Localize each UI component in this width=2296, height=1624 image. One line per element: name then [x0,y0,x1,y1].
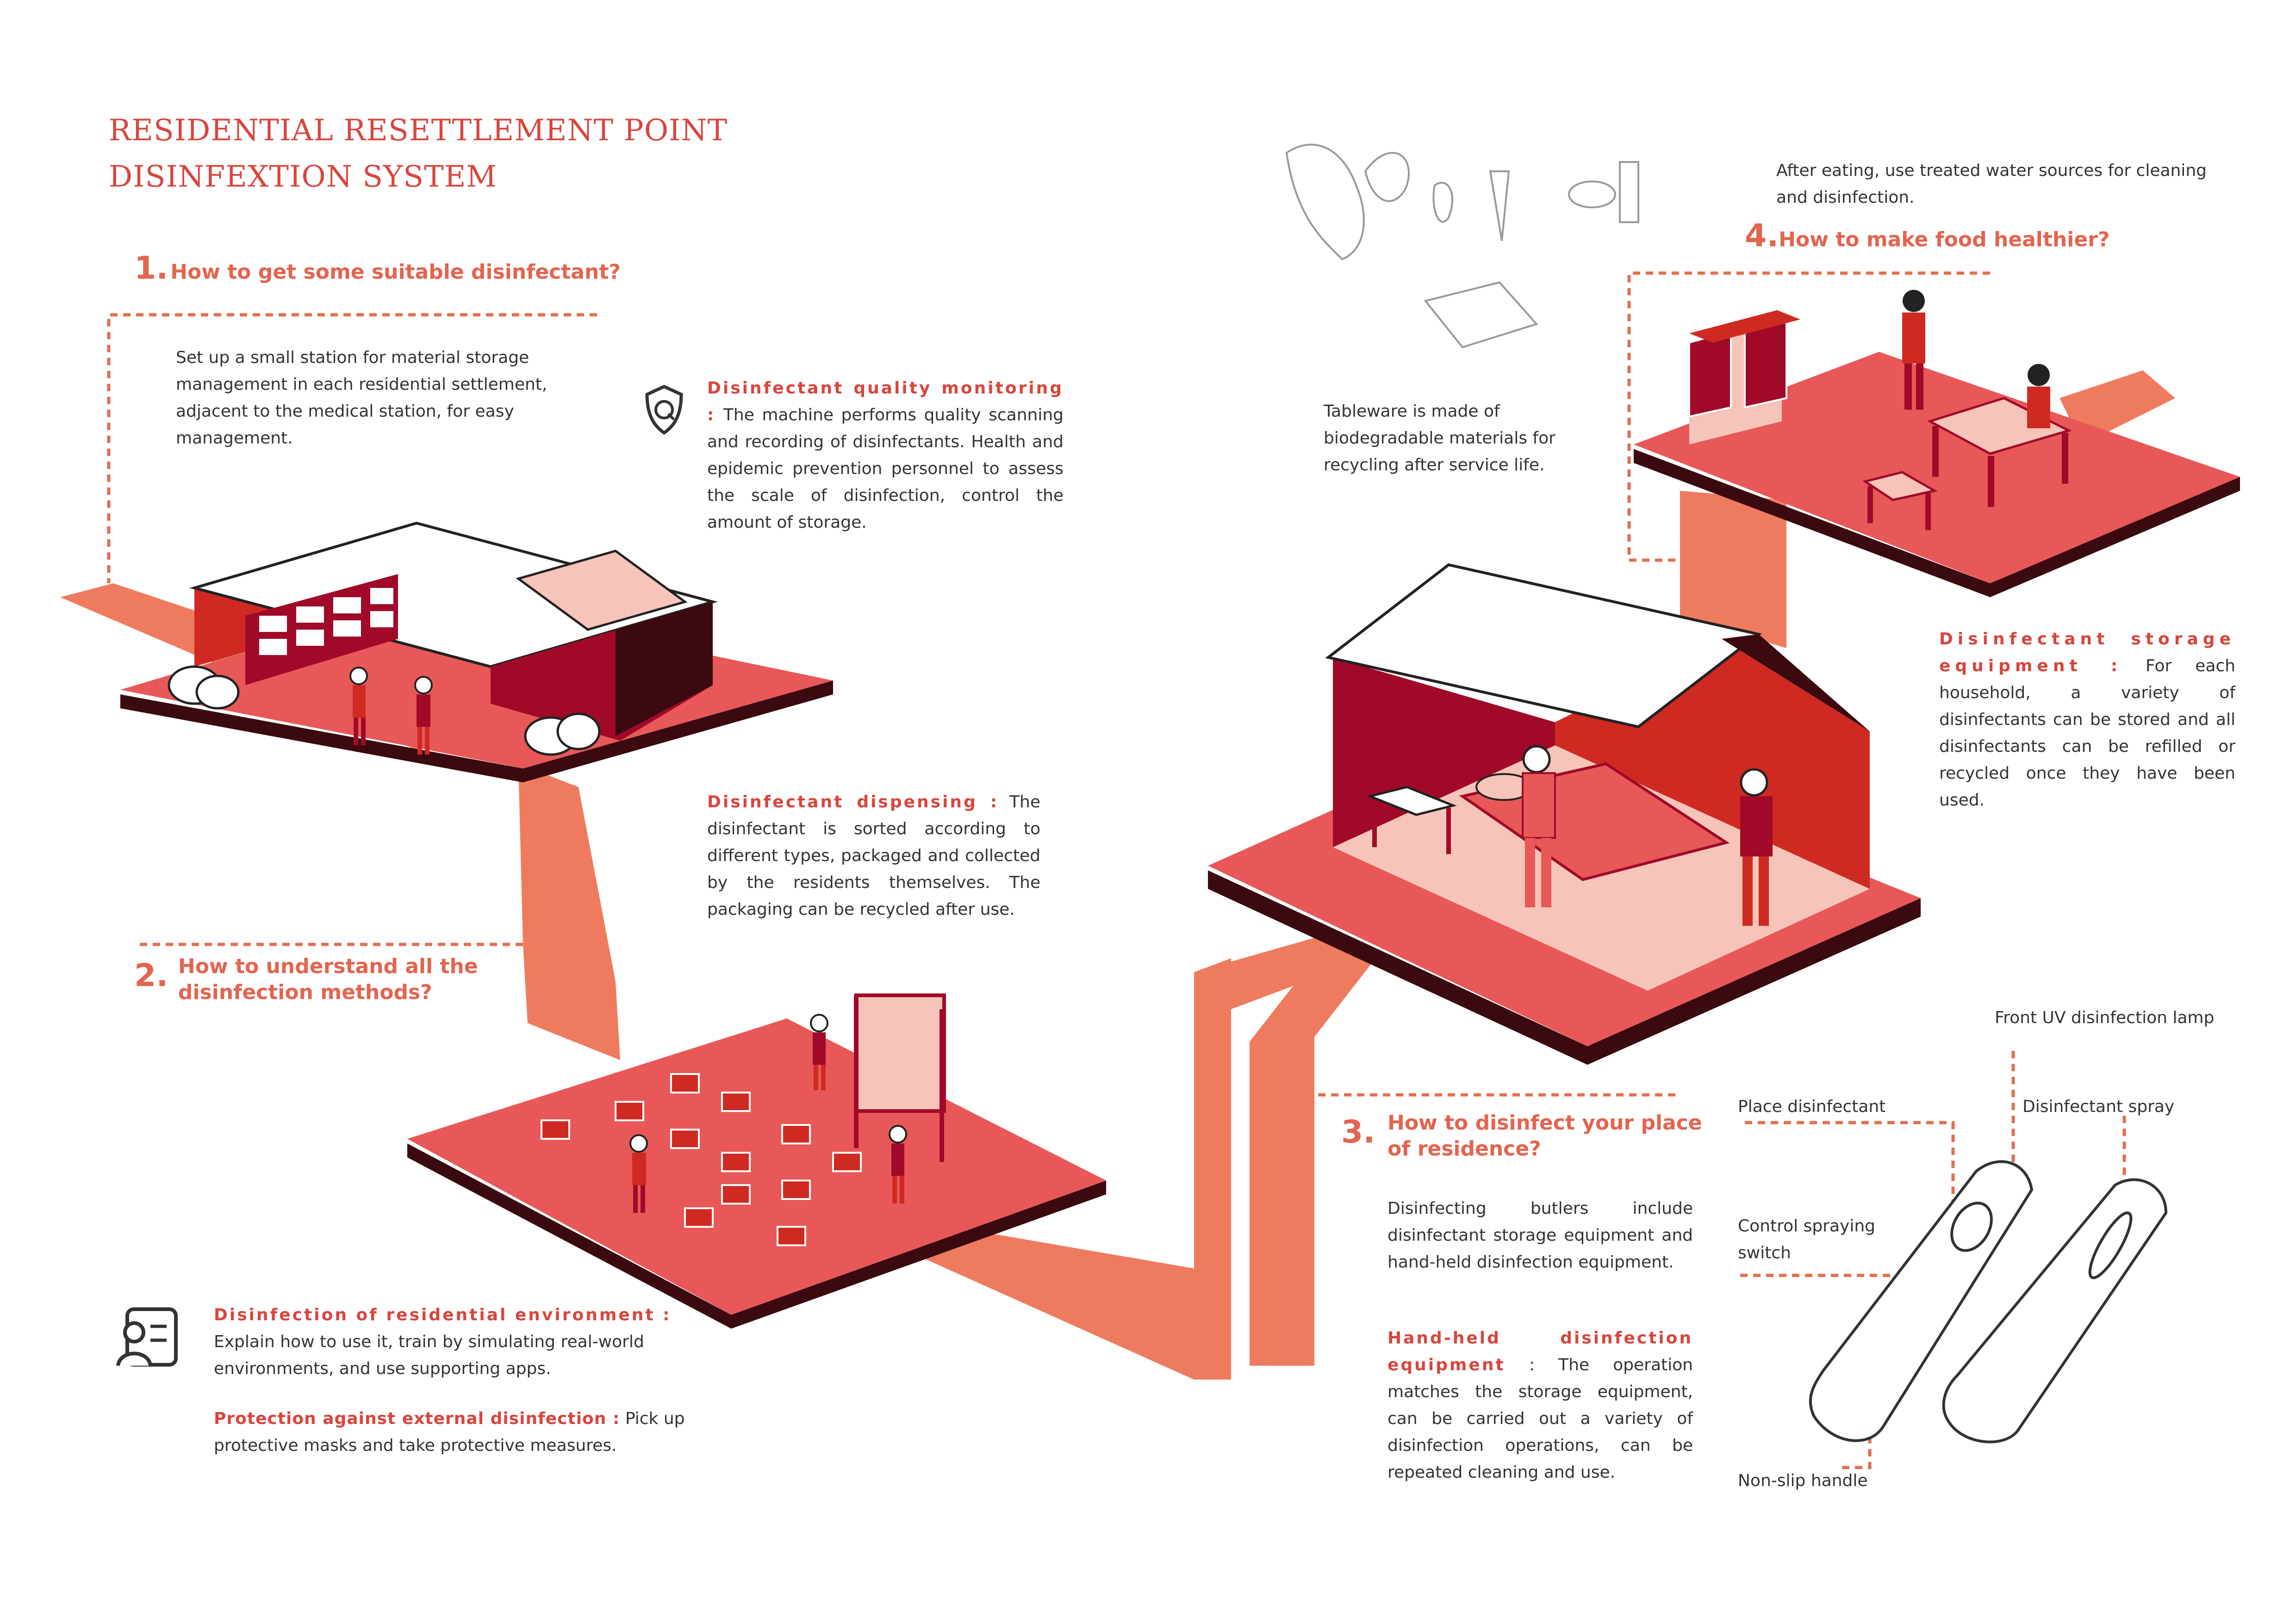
carrot-sketch [1489,170,1510,241]
dispensing-body: The disinfectant is sorted according to … [707,793,1040,919]
bottle-sketch [1619,161,1639,223]
device-2-slot [2088,1211,2133,1280]
desk-grid [541,1073,862,1246]
platform-storage-station [120,521,833,782]
dispensing-text: Disinfectant dispensing : The disinfecta… [707,789,1040,923]
person-figure-9 [2027,364,2050,428]
handheld-lead: Hand-held disinfection equipment [1388,1329,1693,1374]
environment-body: Explain how to use it, train by simulati… [214,1332,644,1378]
person-figure-4 [629,1134,648,1213]
page-title-line-2: DISINFEXTION SYSTEM [109,160,498,194]
chair [1862,471,1938,530]
tray-sketch [1424,281,1538,349]
shield-q-icon [645,385,683,435]
platform-3-edge [1208,870,1921,1065]
protection-body: Pick up protective masks and take protec… [214,1409,685,1455]
bowl-sketch [1568,181,1616,208]
q4-heading: 4.How to make food healthier? [1745,218,2109,254]
path-segment-3 [523,944,620,1060]
q2-question-line-2: disinfection methods? [178,981,432,1004]
training-board [854,993,946,1162]
training-screen-icon [116,1307,178,1367]
protection-text: Protection against external disinfection… [214,1405,686,1459]
q2-heading: 2. How to understand all the disinfectio… [134,954,478,1006]
handheld-sep: : [1505,1355,1559,1374]
q2-number: 2. [134,957,168,994]
path-segment-2 [518,764,616,981]
dining-table [1927,397,2072,507]
environment-lead: Disinfection of residential environment … [214,1305,672,1324]
q3-question-line-2: of residence? [1388,1137,1541,1161]
platform-residence [1208,563,1921,1065]
after-eating-text: After eating, use treated water sources … [1776,161,2207,207]
station-dark-block [616,602,713,736]
person-figure-3 [810,1014,828,1090]
platform-1-edge [120,681,833,782]
station-skylight [516,550,688,631]
person-figure-1 [349,667,368,745]
handheld-disinfection-device [1809,1160,2168,1443]
person-figure-5 [889,1125,907,1204]
shrub-2 [195,675,240,710]
storage-cabinets [1688,310,1800,444]
side-table [1366,786,1457,854]
q3-question-line-1: How to disinfect your place [1388,1111,1702,1135]
storage-equipment-body: For each household, a variety of disinfe… [1939,656,2235,810]
q1-heading: 1. How to get some suitable disinfectant… [134,250,643,287]
person-figure-2 [414,676,433,755]
q2-question-line-1: How to understand all the [178,955,478,978]
platform-dining [1634,290,2240,597]
q3-number: 3. [1341,1114,1375,1150]
platform-4-edge [1634,449,2240,597]
non-slip-handle-label: Non-slip handle [1738,1471,1868,1490]
q3-description: Disinfecting butlers include disinfectan… [1388,1199,1693,1272]
shrub-4 [556,712,601,750]
q1-question: How to get some suitable disinfectant? [170,260,621,284]
protection-lead: Protection against external disinfection… [214,1409,620,1428]
food-sketch [1285,144,1639,349]
path-segment-5 [1194,958,1231,1380]
dispensing-lead: Disinfectant dispensing : [707,793,999,812]
q1-description: Set up a small station for material stor… [176,348,548,448]
leader-place [1745,1121,1955,1218]
q4-number: 4. [1745,218,1779,254]
device-1-button [1950,1201,1993,1252]
quality-monitoring-text: Disinfectant quality monitoring : The ma… [707,375,1064,536]
path-segment-8 [1680,491,1786,648]
station-window-grid [259,588,393,655]
front-uv-label: Front UV disinfection lamp [1995,1008,2215,1027]
person-figure-8 [1902,290,1925,410]
control-switch-label: Control spraying switch [1738,1217,1876,1262]
path-segment-7 [1139,935,1379,1366]
platform-2-edge [407,1143,1106,1329]
q4-question: How to make food healthier? [1779,228,2110,251]
person-figure-7 [1740,768,1773,926]
handheld-body: The operation matches the storage equipm… [1388,1355,1693,1482]
leaf-sketch [1285,144,1365,261]
storage-equipment-text: Disinfectant storage equipment : For eac… [1939,626,2235,814]
disinfectant-spray-label: Disinfectant spray [2022,1097,2175,1116]
handheld-text: Hand-held disinfection equipment : The o… [1388,1325,1693,1486]
quality-monitoring-lead: Disinfectant quality monitoring : [707,379,1064,425]
storage-equipment-lead: Disinfectant storage equipment : [1939,630,2235,675]
page-title-line-1: RESIDENTIAL RESETTLEMENT POINT [109,113,728,148]
page-title: RESIDENTIAL RESETTLEMENT POINT DISINFEXT… [109,107,728,200]
q3-heading: 3. How to disinfect your place of reside… [1341,1110,1702,1162]
quality-monitoring-body: The machine performs quality scanning an… [707,406,1064,532]
path-segment-4 [898,1218,1194,1380]
leader-q1 [107,313,597,583]
place-disinfectant-label: Place disinfectant [1738,1097,1886,1116]
residence-roof-gable [1722,634,1870,731]
tableware-text: Tableware is made of biodegradable mater… [1324,402,1556,475]
platform-training-area [407,993,1106,1329]
environment-text: Disinfection of residential environment … [214,1302,686,1382]
person-figure-6 [1522,745,1556,907]
q1-number: 1. [134,250,168,287]
